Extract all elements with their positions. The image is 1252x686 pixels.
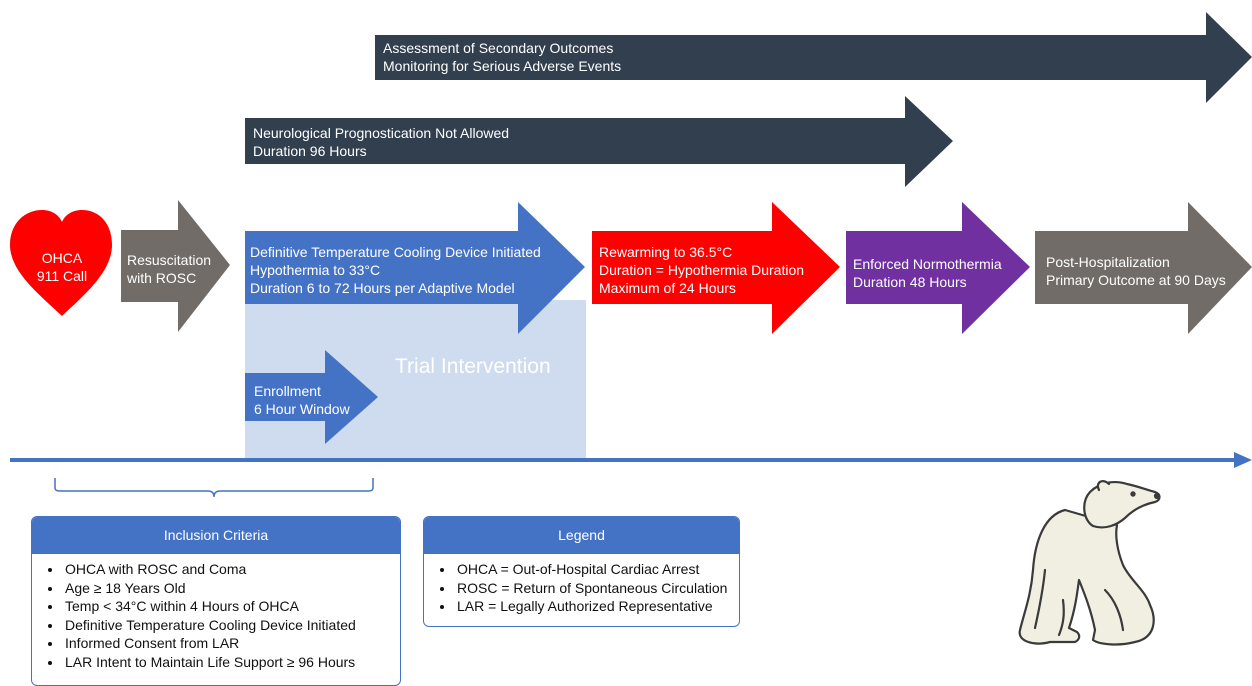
list-item: OHCA = Out-of-Hospital Cardiac Arrest xyxy=(455,560,739,579)
cooling-line-2: Hypothermia to 33°C xyxy=(250,262,381,278)
resuscitation-line-1: Resuscitation xyxy=(127,252,212,268)
heart-line-2: 911 Call xyxy=(36,268,88,284)
normothermia-line-1: Enforced Normothermia xyxy=(853,256,1002,272)
rewarming-line-1: Rewarming to 36.5°C xyxy=(599,244,733,260)
trial-intervention-label: Trial Intervention xyxy=(395,355,551,378)
list-item: Age ≥ 18 Years Old xyxy=(63,579,400,598)
list-item: LAR Intent to Maintain Life Support ≥ 96… xyxy=(63,653,400,672)
polar-bear-icon xyxy=(1018,480,1161,646)
enrollment-text: Enrollment 6 Hour Window xyxy=(254,382,350,418)
normothermia-text: Enforced Normothermia Duration 48 Hours xyxy=(853,255,1002,291)
post-hospitalization-text: Post-Hospitalization Primary Outcome at … xyxy=(1046,253,1226,289)
cooling-line-3: Duration 6 to 72 Hours per Adaptive Mode… xyxy=(250,280,515,296)
inclusion-criteria-list: OHCA with ROSC and Coma Age ≥ 18 Years O… xyxy=(32,560,400,671)
legend-title: Legend xyxy=(424,517,739,554)
heart-text: OHCA 911 Call xyxy=(25,249,99,285)
post-line-1: Post-Hospitalization xyxy=(1046,254,1170,270)
legend-box: Legend OHCA = Out-of-Hospital Cardiac Ar… xyxy=(423,516,740,627)
resuscitation-text: Resuscitation with ROSC xyxy=(127,251,211,287)
legend-list: OHCA = Out-of-Hospital Cardiac Arrest RO… xyxy=(424,560,739,616)
cooling-line-1: Definitive Temperature Cooling Device In… xyxy=(250,244,541,260)
post-line-2: Primary Outcome at 90 Days xyxy=(1046,272,1226,288)
rewarming-line-2: Duration = Hypothermia Duration xyxy=(599,262,805,278)
list-item: OHCA with ROSC and Coma xyxy=(63,560,400,579)
cooling-text: Definitive Temperature Cooling Device In… xyxy=(250,243,541,297)
rewarming-text: Rewarming to 36.5°C Duration = Hypotherm… xyxy=(599,243,804,297)
secondary-outcomes-text: Assessment of Secondary Outcomes Monitor… xyxy=(383,39,621,75)
resuscitation-line-2: with ROSC xyxy=(127,270,197,286)
neuro-line-1: Neurological Prognostication Not Allowed xyxy=(253,125,510,141)
enrollment-line-1: Enrollment xyxy=(254,383,321,399)
inclusion-criteria-title: Inclusion Criteria xyxy=(32,517,400,554)
enrollment-line-2: 6 Hour Window xyxy=(254,401,350,417)
normothermia-line-2: Duration 48 Hours xyxy=(853,274,967,290)
heart-line-1: OHCA xyxy=(41,250,83,266)
list-item: Temp < 34°C within 4 Hours of OHCA xyxy=(63,597,400,616)
secondary-line-1: Assessment of Secondary Outcomes xyxy=(383,40,614,56)
rewarming-line-3: Maximum of 24 Hours xyxy=(599,280,736,296)
neuro-prognostication-text: Neurological Prognostication Not Allowed… xyxy=(253,124,509,160)
secondary-line-2: Monitoring for Serious Adverse Events xyxy=(383,58,622,74)
list-item: Definitive Temperature Cooling Device In… xyxy=(63,616,400,635)
inclusion-criteria-box: Inclusion Criteria OHCA with ROSC and Co… xyxy=(31,516,401,686)
list-item: ROSC = Return of Spontaneous Circulation xyxy=(455,579,739,598)
list-item: LAR = Legally Authorized Representative xyxy=(455,597,739,616)
list-item: Informed Consent from LAR xyxy=(63,634,400,653)
neuro-line-2: Duration 96 Hours xyxy=(253,143,367,159)
